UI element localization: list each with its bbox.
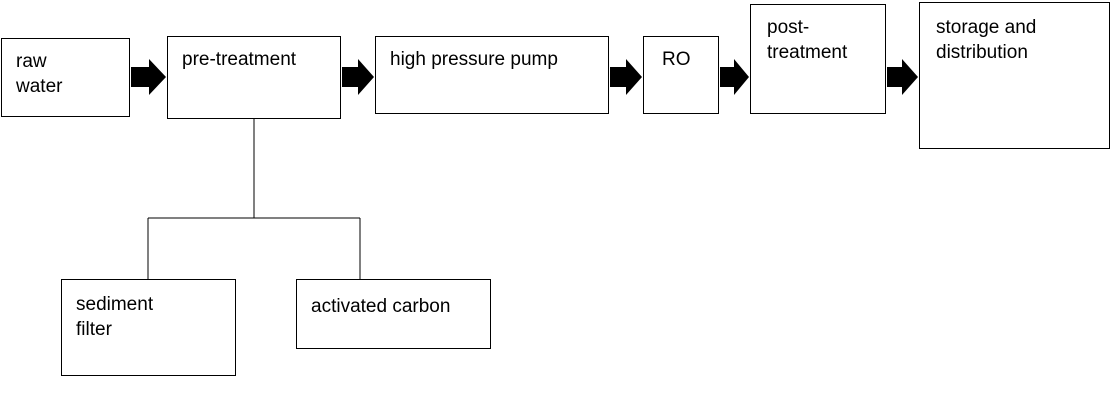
arrow-pump-to-ro: [610, 59, 642, 95]
node-activated-carbon: activated carbon: [296, 279, 491, 349]
node-sediment-filter: sediment filter: [61, 279, 236, 376]
flow-arrows: [131, 59, 918, 95]
node-raw-water-label: raw water: [16, 51, 63, 97]
node-ro-label: RO: [662, 49, 691, 70]
node-storage-and-distribution: storage and distribution: [919, 2, 1110, 149]
arrow-ro-to-post-treatment: [720, 59, 749, 95]
branch-connectors: [147, 119, 361, 279]
node-pre-treatment: pre-treatment: [167, 36, 341, 119]
arrow-post-treatment-to-storage: [887, 59, 918, 95]
arrow-pre-treatment-to-pump: [342, 59, 374, 95]
node-high-pressure-pump-label: high pressure pump: [390, 49, 558, 70]
node-pre-treatment-label: pre-treatment: [182, 49, 297, 70]
node-activated-carbon-label: activated carbon: [311, 296, 451, 317]
node-post-treatment-label: post- treatment: [767, 17, 848, 63]
node-sediment-filter-label: sediment filter: [76, 294, 154, 340]
node-storage-and-distribution-label: storage and distribution: [936, 17, 1037, 63]
node-post-treatment: post- treatment: [750, 4, 886, 114]
node-raw-water: raw water: [1, 38, 130, 117]
node-ro: RO: [643, 36, 719, 114]
node-high-pressure-pump: high pressure pump: [375, 36, 609, 114]
arrow-raw-to-pre-treatment: [131, 59, 166, 95]
